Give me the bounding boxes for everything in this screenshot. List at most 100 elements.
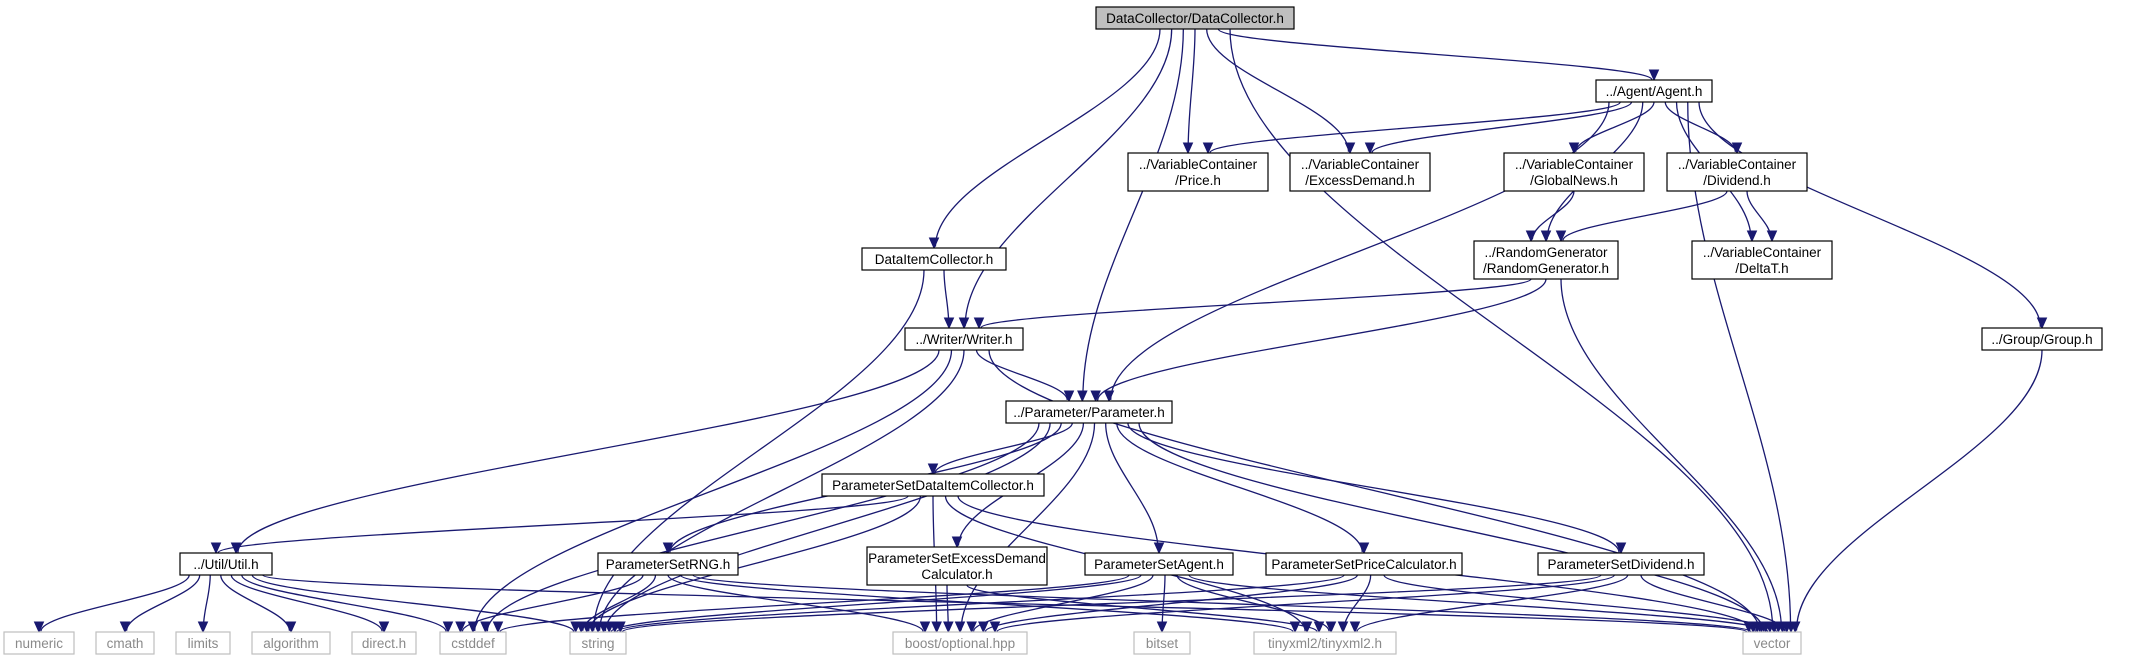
arrowhead-root-to-dataitem bbox=[928, 237, 940, 250]
node-price[interactable]: ../VariableContainer/Price.h bbox=[1127, 152, 1269, 192]
edge-parameter-to-cstddef bbox=[486, 422, 1040, 632]
edge-writer-to-string bbox=[598, 349, 965, 631]
arrowhead-util-to-limits bbox=[197, 621, 209, 634]
edge-util-to-cmath bbox=[125, 574, 201, 631]
node-label-numeric: numeric bbox=[15, 636, 63, 651]
arrowhead-agent-to-excess bbox=[1364, 142, 1376, 155]
arrowhead-group-to-vector bbox=[1789, 621, 1801, 634]
node-psprice[interactable]: ParameterSetPriceCalculator.h bbox=[1265, 552, 1463, 576]
node-psagent[interactable]: ParameterSetAgent.h bbox=[1084, 552, 1234, 576]
node-box-cstddef bbox=[439, 631, 507, 655]
node-psrng[interactable]: ParameterSetRNG.h bbox=[597, 552, 739, 576]
node-label-vector: vector bbox=[1754, 636, 1791, 651]
node-writer[interactable]: ../Writer/Writer.h bbox=[904, 327, 1024, 351]
node-dividend[interactable]: ../VariableContainer/Dividend.h bbox=[1666, 152, 1808, 192]
node-box-dividend bbox=[1666, 152, 1808, 192]
node-box-psdiv bbox=[1537, 552, 1705, 576]
node-label-psexcess: Calculator.h bbox=[921, 567, 992, 582]
edge-psrng-to-string bbox=[582, 574, 657, 631]
arrowhead-psagent-to-bitset bbox=[1156, 621, 1168, 634]
node-box-globalnews bbox=[1503, 152, 1645, 192]
arrowhead-rng-to-writer bbox=[973, 317, 985, 330]
node-box-parameter bbox=[1005, 400, 1173, 424]
node-label-limits: limits bbox=[188, 636, 219, 651]
arrowhead-agent-to-rng bbox=[1540, 230, 1552, 243]
node-numeric: numeric bbox=[3, 631, 75, 655]
edge-dividend-to-rng bbox=[1562, 190, 1728, 241]
edge-psrng-to-vector bbox=[692, 574, 1752, 633]
node-box-vector bbox=[1742, 631, 1802, 655]
edge-root-to-dataitem bbox=[934, 28, 1161, 247]
node-string: string bbox=[569, 631, 627, 655]
node-box-root bbox=[1095, 6, 1295, 30]
node-psdiv[interactable]: ParameterSetDividend.h bbox=[1537, 552, 1705, 576]
edge-psprice-to-vector bbox=[1383, 574, 1777, 633]
node-label-excess: ../VariableContainer bbox=[1301, 157, 1420, 172]
node-label-psexcess: ParameterSetExcessDemand bbox=[868, 551, 1046, 566]
node-label-dividend: ../VariableContainer bbox=[1678, 157, 1797, 172]
node-label-parameter: ../Parameter/Parameter.h bbox=[1013, 405, 1165, 420]
edge-root-to-vector bbox=[1229, 28, 1774, 631]
arrowhead-parameter-to-psdic bbox=[927, 463, 939, 476]
arrowhead-parameter-to-psdiv bbox=[1615, 542, 1627, 555]
edge-parameter-to-psdic bbox=[934, 422, 1073, 474]
edge-root-to-writer bbox=[964, 28, 1173, 327]
node-label-rng: /RandomGenerator.h bbox=[1483, 261, 1609, 276]
node-label-cstddef: cstddef bbox=[451, 636, 495, 651]
edge-root-to-agent bbox=[1217, 28, 1653, 81]
node-deltat[interactable]: ../VariableContainer/DeltaT.h bbox=[1691, 240, 1833, 280]
node-rng[interactable]: ../RandomGenerator/RandomGenerator.h bbox=[1473, 240, 1619, 280]
arrowhead-psdiv-to-boost bbox=[989, 621, 1001, 634]
edge-writer-to-util bbox=[237, 349, 940, 553]
node-algorithm: algorithm bbox=[251, 631, 331, 655]
edge-root-to-parameter bbox=[1082, 28, 1184, 400]
node-label-writer: ../Writer/Writer.h bbox=[915, 332, 1012, 347]
node-label-globalnews: ../VariableContainer bbox=[1515, 157, 1634, 172]
arrowhead-psrng-to-boost bbox=[919, 621, 931, 634]
node-dataitem[interactable]: DataItemCollector.h bbox=[861, 247, 1007, 271]
arrowhead-psexcess-to-boost bbox=[943, 621, 954, 634]
arrowhead-parameter-to-boost bbox=[954, 621, 966, 634]
node-label-directh: direct.h bbox=[362, 636, 406, 651]
node-label-price: /Price.h bbox=[1175, 173, 1221, 188]
node-label-agent: ../Agent/Agent.h bbox=[1606, 84, 1703, 99]
node-limits: limits bbox=[175, 631, 231, 655]
arrowhead-globalnews-to-rng bbox=[1525, 230, 1537, 243]
node-box-writer bbox=[904, 327, 1024, 351]
arrowhead-psrng-to-string bbox=[575, 621, 587, 634]
node-parameter[interactable]: ../Parameter/Parameter.h bbox=[1005, 400, 1173, 424]
edge-group-to-vector bbox=[1795, 349, 2043, 631]
node-root[interactable]: DataCollector/DataCollector.h bbox=[1095, 6, 1295, 30]
node-label-bitset: bitset bbox=[1146, 636, 1179, 651]
edge-root-to-excess bbox=[1206, 28, 1350, 152]
node-label-psprice: ParameterSetPriceCalculator.h bbox=[1271, 557, 1456, 572]
arrowhead-psprice-to-boost bbox=[978, 621, 989, 634]
arrowhead-agent-to-deltat bbox=[1746, 230, 1758, 243]
arrowhead-psdiv-to-vector bbox=[1781, 621, 1793, 634]
node-box-bitset bbox=[1133, 631, 1191, 655]
node-agent[interactable]: ../Agent/Agent.h bbox=[1595, 79, 1713, 103]
arrowhead-psprice-to-tinyxml bbox=[1337, 621, 1349, 634]
node-label-deltat: ../VariableContainer bbox=[1703, 245, 1822, 260]
node-group[interactable]: ../Group/Group.h bbox=[1981, 327, 2103, 351]
arrowhead-root-to-writer bbox=[958, 317, 970, 330]
node-util[interactable]: ../Util/Util.h bbox=[179, 552, 273, 576]
edge-parameter-to-psdiv bbox=[1127, 422, 1620, 553]
arrowhead-psagent-to-tinyxml bbox=[1325, 621, 1337, 634]
edge-util-to-directh bbox=[230, 574, 383, 632]
node-psdic[interactable]: ParameterSetDataItemCollector.h bbox=[821, 473, 1045, 497]
node-globalnews[interactable]: ../VariableContainer/GlobalNews.h bbox=[1503, 152, 1645, 192]
arrowhead-util-to-algorithm bbox=[285, 621, 297, 634]
node-excess[interactable]: ../VariableContainer/ExcessDemand.h bbox=[1289, 152, 1431, 192]
edge-writer-to-parameter bbox=[975, 349, 1068, 401]
edge-psagent-to-tinyxml bbox=[1176, 574, 1330, 632]
edge-rng-to-writer bbox=[980, 278, 1532, 329]
node-label-psagent: ParameterSetAgent.h bbox=[1094, 557, 1224, 572]
edge-agent-to-globalnews bbox=[1575, 101, 1655, 153]
edge-agent-to-price bbox=[1209, 101, 1621, 154]
arrowhead-dataitem-to-writer bbox=[943, 317, 955, 330]
edge-psdiv-to-boost bbox=[996, 574, 1615, 633]
arrowhead-parameter-to-cstddef bbox=[480, 621, 491, 634]
